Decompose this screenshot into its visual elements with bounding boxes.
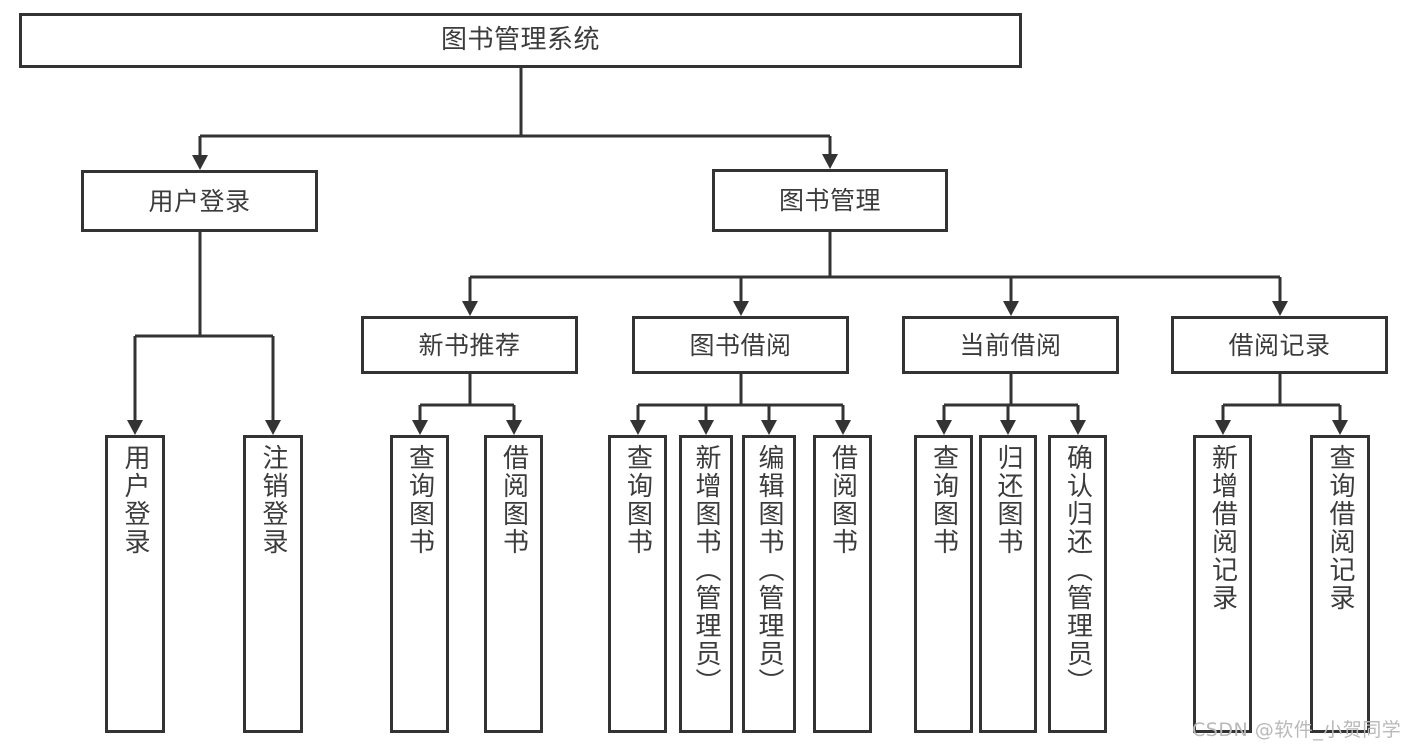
node-label-leaf-logout: 注销登录 (258, 444, 288, 556)
node-label-new-book-recommend: 新书推荐 (418, 330, 521, 360)
edge-current-borrow-to-leaf-query-book-3-arrowhead (936, 420, 952, 435)
node-leaf-confirm-return-admin[interactable]: 确认归还（管理员） (1048, 435, 1107, 733)
edge-new-book-recommend-to-leaf-borrow-book-1-arrowhead (506, 420, 522, 435)
node-label-book-manage: 图书管理 (778, 186, 881, 215)
edge-root-to-book-manage-arrowhead (822, 154, 838, 169)
node-leaf-borrow-book-2[interactable]: 借阅图书 (813, 435, 872, 733)
edge-book-manage-to-borrow-record-arrowhead (1272, 301, 1288, 316)
node-label-leaf-query-book-3: 查询图书 (928, 444, 959, 556)
node-leaf-add-borrow-record[interactable]: 新增借阅记录 (1193, 435, 1252, 733)
edge-user-login-to-leaf-logout-arrowhead (265, 420, 281, 435)
node-label-borrow-record: 借阅记录 (1228, 330, 1331, 360)
node-label-leaf-borrow-book-2: 借阅图书 (827, 444, 858, 556)
node-leaf-query-book-3[interactable]: 查询图书 (914, 435, 973, 733)
node-current-borrow[interactable]: 当前借阅 (902, 316, 1119, 374)
node-book-borrow[interactable]: 图书借阅 (632, 316, 849, 374)
edge-book-borrow-to-leaf-borrow-book-2-arrowhead (835, 420, 851, 435)
node-root[interactable]: 图书管理系统 (19, 13, 1022, 68)
edge-root-to-user-login-arrowhead (192, 155, 208, 170)
edge-user-login-to-leaf-user-login-arrowhead (127, 420, 143, 435)
node-label-leaf-query-book-2: 查询图书 (622, 444, 653, 556)
edge-new-book-recommend-to-leaf-query-book-1-arrowhead (412, 420, 428, 435)
edge-book-manage-to-new-book-recommend-arrowhead (462, 301, 478, 316)
edge-book-borrow-to-leaf-query-book-2-arrowhead (630, 420, 646, 435)
node-label-leaf-confirm-return-admin: 确认归还（管理员） (1062, 444, 1093, 696)
node-label-user-login: 用户登录 (148, 186, 251, 216)
node-label-leaf-query-borrow-record: 查询借阅记录 (1325, 444, 1355, 612)
edge-book-manage-to-current-borrow-arrowhead (1003, 301, 1019, 316)
node-label-leaf-edit-book-admin: 编辑图书（管理员） (754, 444, 784, 696)
node-label-leaf-add-book-admin: 新增图书（管理员） (691, 444, 721, 696)
edge-current-borrow-to-leaf-return-book-arrowhead (1000, 420, 1016, 435)
node-leaf-borrow-book-1[interactable]: 借阅图书 (484, 435, 543, 733)
node-leaf-logout[interactable]: 注销登录 (243, 435, 303, 733)
edge-book-borrow-to-leaf-add-book-admin-arrowhead (698, 420, 714, 435)
node-leaf-user-login[interactable]: 用户登录 (105, 435, 165, 733)
node-leaf-query-borrow-record[interactable]: 查询借阅记录 (1310, 435, 1370, 733)
node-label-book-borrow: 图书借阅 (689, 330, 792, 360)
node-label-leaf-user-login: 用户登录 (120, 444, 150, 556)
node-leaf-query-book-1[interactable]: 查询图书 (390, 435, 449, 733)
node-leaf-query-book-2[interactable]: 查询图书 (608, 435, 667, 733)
node-label-leaf-query-book-1: 查询图书 (404, 444, 435, 556)
node-borrow-record[interactable]: 借阅记录 (1171, 316, 1388, 374)
node-label-root: 图书管理系统 (440, 25, 600, 56)
node-label-leaf-borrow-book-1: 借阅图书 (498, 444, 529, 556)
watermark-text: CSDN @软件_小贺同学 (1192, 719, 1402, 741)
node-label-leaf-return-book: 归还图书 (993, 444, 1023, 556)
node-user-login[interactable]: 用户登录 (81, 170, 318, 232)
edge-borrow-record-to-leaf-query-borrow-record-arrowhead (1332, 420, 1348, 435)
edge-current-borrow-to-leaf-confirm-return-admin-arrowhead (1070, 420, 1086, 435)
node-new-book-recommend[interactable]: 新书推荐 (361, 316, 578, 374)
node-leaf-return-book[interactable]: 归还图书 (979, 435, 1037, 733)
node-leaf-add-book-admin[interactable]: 新增图书（管理员） (679, 435, 733, 733)
node-label-leaf-add-borrow-record: 新增借阅记录 (1207, 444, 1238, 612)
edge-book-manage-to-book-borrow-arrowhead (733, 301, 749, 316)
connector-lines (127, 68, 1348, 435)
node-leaf-edit-book-admin[interactable]: 编辑图书（管理员） (742, 435, 796, 733)
node-label-current-borrow: 当前借阅 (959, 330, 1062, 360)
node-book-manage[interactable]: 图书管理 (712, 169, 948, 232)
edge-book-borrow-to-leaf-edit-book-admin-arrowhead (761, 420, 777, 435)
edge-borrow-record-to-leaf-add-borrow-record-arrowhead (1215, 420, 1231, 435)
